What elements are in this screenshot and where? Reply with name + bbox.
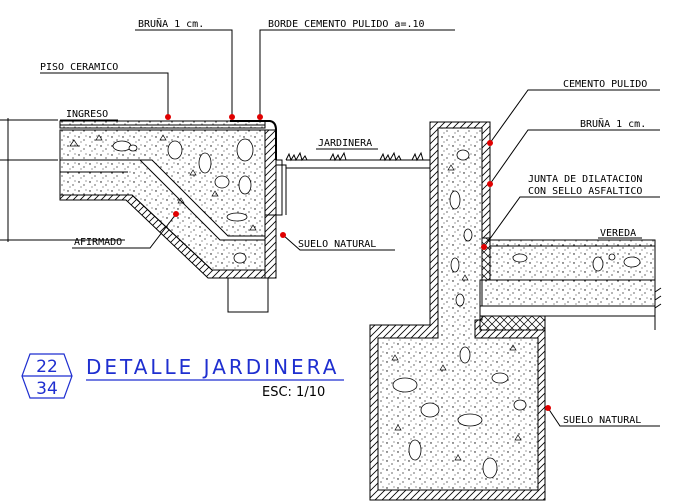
cemento-pulido-label: CEMENTO PULIDO xyxy=(563,79,647,90)
afirmado-label: AFIRMADO xyxy=(74,237,122,248)
borde-cemento-label: BORDE CEMENTO PULIDO a=.10 xyxy=(268,19,425,30)
left-slab-section xyxy=(0,118,287,313)
right-wall-section xyxy=(369,121,662,501)
jardinera-label: JARDINERA xyxy=(318,138,372,149)
title-block: 22 34 DETALLE JARDINERA ESC: 1/10 xyxy=(21,353,344,400)
vereda-label: VEREDA xyxy=(600,228,636,239)
leader-lines xyxy=(40,29,660,427)
scale-label: ESC: 1/10 xyxy=(262,385,325,400)
junta-label-line1: JUNTA DE DILATACION xyxy=(528,174,642,185)
detail-number-top: 22 xyxy=(36,357,58,377)
junta-label-line2: CON SELLO ASFALTICO xyxy=(528,186,642,197)
piso-ceramico-label: PISO CERAMICO xyxy=(40,62,118,73)
suelo-natural-left-label: SUELO NATURAL xyxy=(298,239,376,250)
planter-ground-line xyxy=(285,151,430,169)
bruna-right-label: BRUÑA 1 cm. xyxy=(580,117,646,130)
suelo-natural-right-label: SUELO NATURAL xyxy=(563,415,641,426)
ingreso-label: INGRESO xyxy=(66,109,108,120)
bruna-top-label: BRUÑA 1 cm. xyxy=(138,17,204,30)
detail-sheet-number: 34 xyxy=(36,379,58,399)
detail-title: DETALLE JARDINERA xyxy=(86,355,339,379)
